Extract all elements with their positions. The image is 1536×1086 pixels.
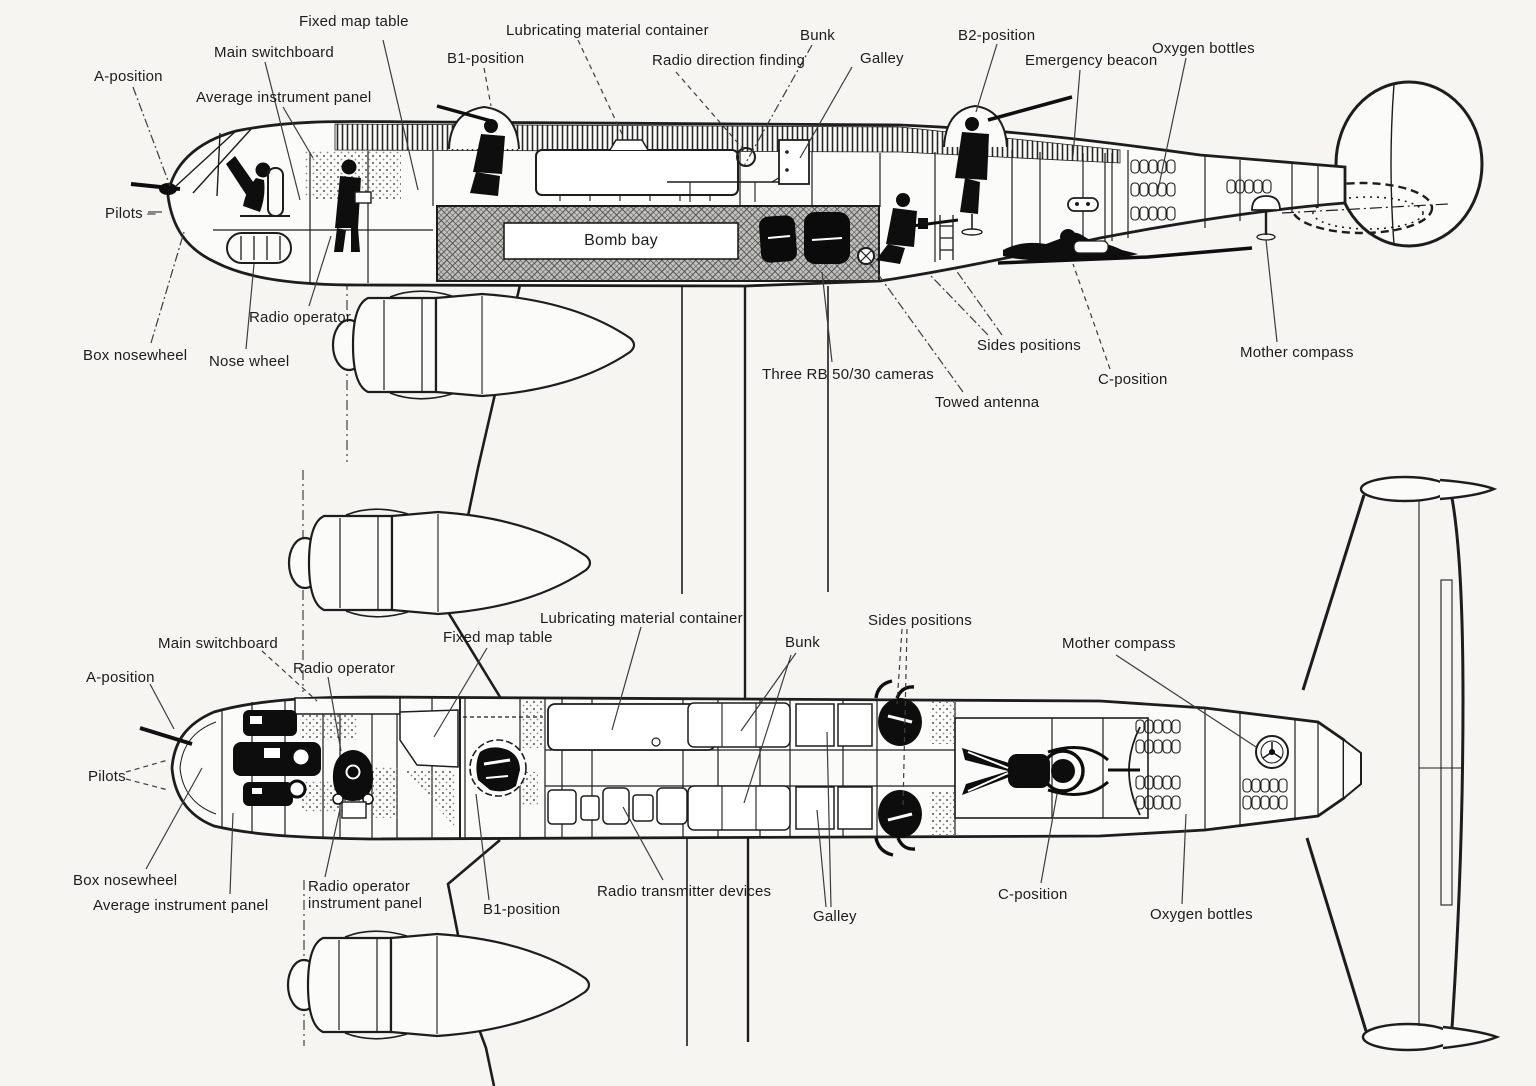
plan-roof-hatch bbox=[294, 697, 401, 715]
label-lubricating-container-side: Lubricating material container bbox=[506, 22, 709, 39]
label-pilots-side: Pilots – bbox=[105, 205, 156, 222]
cameras-and-winch bbox=[759, 212, 875, 265]
label-b2-position-side: B2-position bbox=[958, 27, 1036, 44]
label-c-position-plan: C-position bbox=[998, 886, 1068, 903]
label-c-position-side: C-position bbox=[1098, 371, 1168, 388]
label-galley-side: Galley bbox=[860, 50, 904, 67]
label-towed-antenna: Towed antenna bbox=[935, 394, 1040, 411]
side-view-drawing bbox=[130, 80, 1484, 288]
c-position-prone-figure bbox=[997, 229, 1253, 265]
label-sides-positions-side: Sides positions bbox=[977, 337, 1081, 354]
label-sides-positions-plan: Sides positions bbox=[868, 612, 972, 629]
label-b1-position-plan: B1-position bbox=[483, 901, 561, 918]
side-galley bbox=[778, 139, 810, 185]
label-bunk-plan: Bunk bbox=[785, 634, 820, 651]
leader-lines bbox=[125, 39, 1278, 908]
b2-gunner-figure bbox=[943, 95, 1073, 236]
label-emergency-beacon-side: Emergency beacon bbox=[1025, 52, 1158, 69]
plan-radio-transmitters bbox=[547, 787, 688, 825]
label-bunk-side: Bunk bbox=[800, 27, 835, 44]
side-position-gunner-figure bbox=[876, 193, 959, 264]
nose-wheel bbox=[226, 232, 292, 264]
pilot-figure bbox=[226, 156, 290, 217]
tail-fin bbox=[1334, 80, 1484, 248]
label-a-position-plan: A-position bbox=[86, 669, 155, 686]
label-pilots-plan: Pilots bbox=[88, 768, 126, 785]
radio-operator-figure bbox=[334, 159, 372, 252]
a-position-gun bbox=[130, 182, 181, 195]
plan-radio-operator bbox=[332, 750, 374, 819]
rdf-loop bbox=[736, 147, 756, 167]
plan-cockpit-instruments bbox=[233, 710, 321, 806]
label-box-nosewheel-side: Box nosewheel bbox=[83, 347, 188, 364]
label-main-switchboard-side: Main switchboard bbox=[214, 44, 334, 61]
label-mother-compass-side: Mother compass bbox=[1240, 344, 1354, 361]
plan-view-drawing bbox=[139, 679, 1362, 857]
label-bomb-bay: Bomb bay bbox=[584, 232, 658, 249]
label-main-switchboard-plan: Main switchboard bbox=[158, 635, 278, 652]
label-box-nosewheel-plan: Box nosewheel bbox=[73, 872, 178, 889]
label-average-instrument-panel-plan: Average instrument panel bbox=[93, 897, 269, 914]
label-radio-operator-side: Radio operator bbox=[249, 309, 352, 326]
plan-bunks bbox=[687, 702, 791, 831]
b2-ladder bbox=[939, 215, 954, 260]
label-lubricating-container-plan: Lubricating material container bbox=[540, 610, 743, 627]
label-radio-operator-instrument-panel-plan: Radio operator instrument panel bbox=[308, 878, 423, 913]
plan-tail-cap bbox=[1343, 739, 1362, 799]
plan-mother-compass bbox=[1255, 735, 1289, 769]
b1-gunner-figure bbox=[436, 104, 520, 196]
label-radio-direction-finding-side: Radio direction finding bbox=[652, 52, 806, 69]
label-oxygen-bottles-side: Oxygen bottles bbox=[1152, 40, 1255, 57]
label-three-cameras: Three RB 50/30 cameras bbox=[762, 366, 934, 383]
plan-b1-turret bbox=[469, 739, 527, 797]
label-galley-plan: Galley bbox=[813, 908, 857, 925]
label-oxygen-bottles-plan: Oxygen bottles bbox=[1150, 906, 1253, 923]
label-mother-compass-plan: Mother compass bbox=[1062, 635, 1176, 652]
plan-nose-gun bbox=[139, 726, 193, 746]
lubricating-container bbox=[535, 139, 739, 201]
label-b1-position-side: B1-position bbox=[447, 50, 525, 67]
plan-c-position bbox=[954, 717, 1149, 819]
plan-tailplane bbox=[1301, 475, 1501, 1052]
windshield bbox=[175, 127, 253, 197]
plan-map-table bbox=[399, 709, 459, 768]
plan-side-positions bbox=[874, 679, 922, 857]
label-fixed-map-table-side: Fixed map table bbox=[299, 13, 409, 30]
label-average-instrument-panel-side: Average instrument panel bbox=[196, 89, 372, 106]
label-fixed-map-table-plan: Fixed map table bbox=[443, 629, 553, 646]
label-a-position-side: A-position bbox=[94, 68, 163, 85]
label-radio-operator-plan: Radio operator bbox=[293, 660, 396, 677]
label-radio-transmitter-devices-plan: Radio transmitter devices bbox=[597, 883, 772, 900]
emergency-beacon bbox=[1067, 197, 1099, 212]
label-nose-wheel-side: Nose wheel bbox=[209, 353, 290, 370]
side-mother-compass bbox=[1251, 195, 1281, 241]
